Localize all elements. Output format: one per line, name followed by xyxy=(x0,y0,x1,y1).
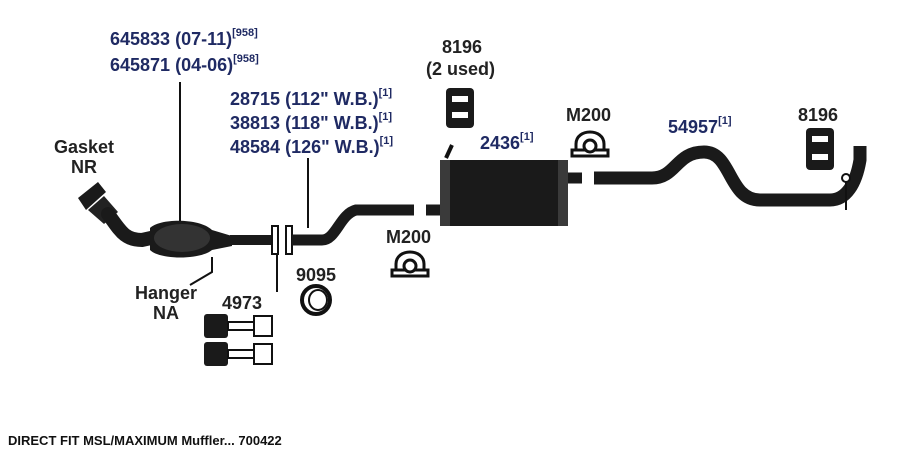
label-hanger-na: Hanger NA xyxy=(134,283,197,323)
label-ring: 9095 xyxy=(296,265,337,285)
product-caption: DIRECT FIT MSL/MAXIMUM Muffler... 700422 xyxy=(8,433,282,448)
label-bolts: 4973 xyxy=(222,293,263,313)
catalytic-converter xyxy=(150,220,232,258)
label-clamp-mid: M200 xyxy=(386,227,432,247)
label-hanger-right: 8196 xyxy=(798,105,839,125)
label-clamp-right: M200 xyxy=(566,105,612,125)
intermediate-pipe xyxy=(292,204,414,246)
label-pipe-3: 48584 (126" W.B.)[1] xyxy=(230,135,394,157)
front-pipe xyxy=(101,207,167,248)
hanger-right-icon xyxy=(806,128,834,170)
hanger-top-icon xyxy=(446,88,474,128)
hanger-top-rod xyxy=(444,144,454,159)
label-muffler: 2436[1] xyxy=(480,131,534,153)
label-hanger-top-part: 8196 xyxy=(441,37,483,57)
label-converter-1: 645833 (07-11)[958] xyxy=(110,27,258,49)
flange-right xyxy=(285,225,293,255)
label-pipe-2: 38813 (118" W.B.)[1] xyxy=(230,111,393,133)
clamp-right-icon xyxy=(570,130,610,158)
clamp-mid-icon xyxy=(390,250,430,278)
label-pipe-1: 28715 (112" W.B.)[1] xyxy=(230,87,393,109)
flange-left xyxy=(271,225,279,255)
label-gasket: Gasket NR xyxy=(53,137,115,177)
bolt-spring-icon xyxy=(204,314,273,366)
hanger-na-leader-line xyxy=(189,257,213,286)
label-tailpipe: 54957[1] xyxy=(668,115,732,137)
ring-gasket-icon xyxy=(300,284,332,316)
tailpipe-hanger-bracket xyxy=(841,173,851,210)
muffler xyxy=(440,160,568,226)
label-hanger-top-qty: (2 used) xyxy=(426,59,496,79)
tailpipe xyxy=(594,145,867,207)
label-converter-2: 645871 (04-06)[958] xyxy=(110,53,259,75)
